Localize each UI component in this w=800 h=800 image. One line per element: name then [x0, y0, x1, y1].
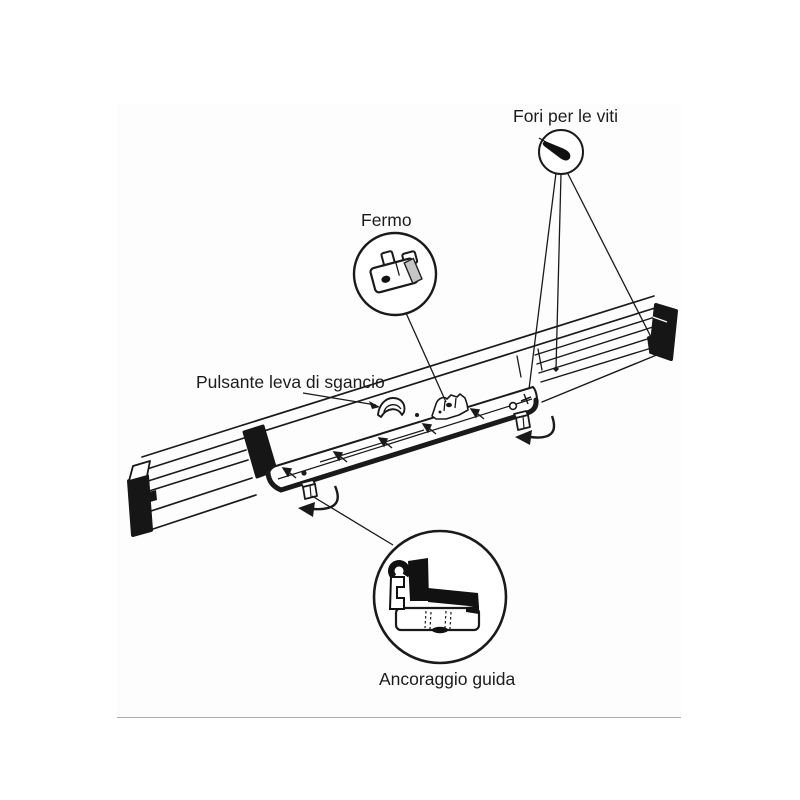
leader-line-anchor	[311, 495, 394, 546]
rail-groove-line	[144, 449, 247, 483]
inner-tube-line	[540, 345, 659, 383]
stop-detail-circle	[352, 231, 438, 317]
flange-arrow-marks	[281, 408, 485, 479]
leader-line-screw-1	[528, 172, 557, 390]
rail-channel-shadow	[136, 490, 157, 506]
rail-top-back-edge	[141, 424, 244, 458]
left-end-cap	[127, 460, 157, 537]
carriage-plate	[265, 366, 559, 493]
right-end-cap	[647, 303, 678, 361]
right-end-cap-face	[649, 303, 678, 361]
left-end-cap-top	[128, 460, 151, 482]
rivet-dot	[301, 470, 307, 476]
label-stop: Fermo	[361, 210, 412, 230]
inner-tube-line	[541, 353, 660, 403]
screw-icon	[538, 137, 571, 161]
label-release-lever: Pulsante leva di sgancio	[196, 372, 385, 392]
stop-latch	[431, 393, 469, 420]
sleeve-edge-tick	[516, 355, 522, 378]
leader-lines	[302, 171, 653, 546]
inner-tube-line	[534, 316, 656, 356]
anchor-hook-curl	[387, 559, 410, 580]
rail-top-back-edge	[242, 295, 655, 426]
leader-line-screw-3	[566, 171, 653, 340]
rivet-dot	[415, 413, 419, 417]
carriage-plate-thick-edge	[265, 397, 539, 493]
leader-line-screw-2	[555, 173, 562, 370]
rotation-arrow-right	[515, 415, 556, 445]
anchor-bracket-profile	[388, 576, 405, 610]
rail-top-front-edge	[143, 437, 245, 471]
leader-arrowhead	[369, 401, 380, 409]
release-lever-button	[377, 397, 406, 418]
inner-tube-line	[538, 335, 658, 374]
screw-hole	[508, 401, 518, 411]
screw-position-cross	[520, 393, 532, 405]
rail-top-front-edge	[244, 307, 656, 438]
right-anchor-hook	[513, 410, 531, 431]
screw-detail-circle	[538, 129, 584, 175]
inner-tube-line	[536, 325, 657, 365]
end-cap-glint	[652, 316, 668, 323]
anchor-icon	[387, 558, 481, 634]
anchor-detail-circle	[372, 529, 508, 665]
rotation-arrow-left	[298, 485, 339, 517]
sleeve-edge-tick	[537, 348, 543, 371]
label-screw-holes: Fori per le viti	[513, 106, 618, 126]
leader-line-stop	[405, 312, 447, 403]
left-anchor-hook	[300, 479, 318, 500]
rail-groove-line	[147, 477, 253, 513]
label-guide-anchor: Ancoraggio guida	[379, 669, 515, 689]
stop-icon	[369, 250, 423, 294]
rail-groove-line	[145, 459, 249, 493]
leader-line-release-lever	[302, 392, 377, 406]
left-end-cap-face	[127, 474, 153, 537]
rail-bottom-edge	[149, 494, 257, 531]
